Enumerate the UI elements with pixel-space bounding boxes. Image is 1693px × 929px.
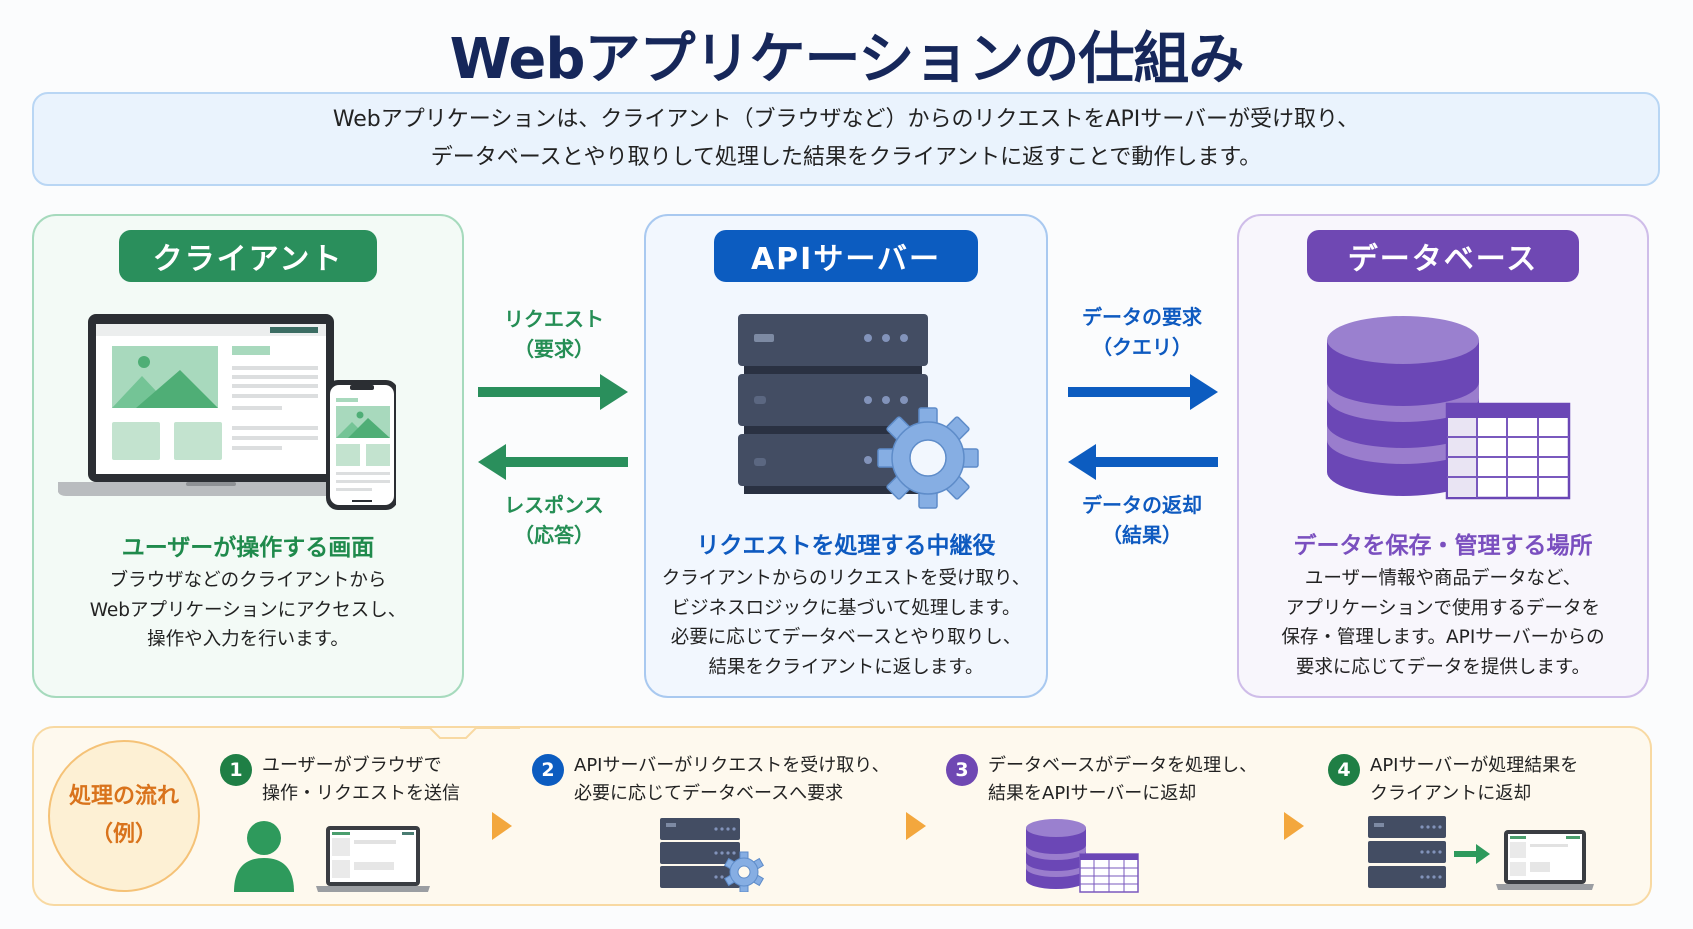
process-heading-line1: 処理の流れ (68, 784, 179, 809)
intro-line-2: データベースとやり取りして処理した結果をクライアントに返すことで動作します。 (430, 145, 1262, 170)
client-label: クライアント (119, 230, 377, 282)
api-server-panel: APIサーバー (644, 214, 1048, 698)
result-label-line1: データの返却 (1082, 493, 1202, 517)
result-arrow-left-icon (1068, 444, 1218, 480)
server-icon (1368, 816, 1446, 888)
database-icon (1026, 819, 1139, 893)
db-desc-line: 要求に応じてデータを提供します。 (1295, 656, 1591, 678)
request-arrow-right-icon (478, 374, 628, 410)
process-flow-panel: 処理の流れ （例） 1 ユーザーがブラウザで 操作・リクエストを送信 2 API… (32, 726, 1652, 906)
gear-icon (877, 407, 979, 509)
step-text-line2: クライアントに返却 (1370, 783, 1532, 804)
db-desc-line: 保存・管理します。APIサーバーからの (1281, 627, 1605, 648)
step-chevron-icon (1284, 812, 1304, 840)
client-desc-line: Webアプリケーションにアクセスし、 (89, 599, 407, 621)
database-description: ユーザー情報や商品データなど、 アプリケーションで使用するデータを 保存・管理し… (1239, 564, 1647, 682)
step-text: APIサーバーがリクエストを受け取り、 必要に応じてデータベースへ要求 (574, 752, 890, 808)
database-panel: データベース データを保存・管理する場所 ユーザー情報や商品データなど、 アプリ… (1237, 214, 1649, 698)
client-description: ブラウザなどのクライアントから Webアプリケーションにアクセスし、 操作や入力… (34, 566, 462, 655)
request-label-line2: （要求） (514, 337, 594, 361)
step-text-line1: APIサーバーが処理結果を (1370, 755, 1579, 776)
step-text: ユーザーがブラウザで 操作・リクエストを送信 (262, 752, 460, 808)
step-chevron-icon (492, 812, 512, 840)
api-desc-line: 必要に応じてデータベースとやり取りし、 (670, 627, 1022, 648)
step-text: APIサーバーが処理結果を クライアントに返却 (1370, 752, 1578, 808)
intro-box: Webアプリケーションは、クライアント（ブラウザなど）からのリクエストをAPIサ… (32, 92, 1660, 186)
query-label-line2: （クエリ） (1092, 335, 1192, 359)
result-label: データの返却 （結果） (1062, 490, 1222, 550)
query-label-line1: データの要求 (1082, 305, 1202, 329)
page-title: Webアプリケーションの仕組み (449, 27, 1245, 92)
client-desc-line: ブラウザなどのクライアントから (109, 570, 387, 591)
query-arrow-right-icon (1068, 374, 1218, 410)
step-text-line1: APIサーバーがリクエストを受け取り、 (574, 755, 890, 776)
response-label-line2: （応答） (514, 523, 594, 547)
response-label-line1: レスポンス (504, 493, 604, 517)
api-desc-line: ビジネスロジックに基づいて処理します。 (671, 597, 1021, 619)
intro-line-1: Webアプリケーションは、クライアント（ブラウザなど）からのリクエストをAPIサ… (332, 107, 1360, 132)
step-number-badge: 4 (1328, 754, 1360, 786)
api-server-label: APIサーバー (714, 230, 978, 282)
step-chevron-icon (906, 812, 926, 840)
client-desc-line: 操作や入力を行います。 (147, 629, 349, 650)
query-label: データの要求 （クエリ） (1062, 302, 1222, 362)
result-label-line2: （結果） (1102, 523, 1182, 547)
step-number-badge: 3 (946, 754, 978, 786)
database-table-icon (1327, 316, 1571, 500)
request-label: リクエスト （要求） (480, 304, 628, 364)
step-number-badge: 2 (532, 754, 564, 786)
db-desc-line: ユーザー情報や商品データなど、 (1304, 568, 1582, 589)
client-subtitle: ユーザーが操作する画面 (121, 535, 375, 561)
db-desc-line: アプリケーションで使用するデータを (1285, 597, 1601, 619)
server-gear-icon (660, 818, 765, 892)
api-desc-line: 結果をクライアントに返します。 (708, 656, 984, 678)
process-panel-notch (400, 727, 520, 739)
response-label: レスポンス （応答） (480, 490, 628, 550)
laptop-icon (1496, 830, 1594, 890)
step-text-line2: 必要に応じてデータベースへ要求 (574, 783, 844, 804)
server-gear-icon (738, 314, 979, 509)
step-text: データベースがデータを処理し、 結果をAPIサーバーに返却 (988, 752, 1257, 808)
step-text-line2: 操作・リクエストを送信 (262, 783, 460, 804)
client-panel: クライアント ユーザーが操作する画 (32, 214, 464, 698)
database-label: データベース (1307, 230, 1579, 282)
database-subtitle: データを保存・管理する場所 (1293, 533, 1593, 559)
process-flow-heading: 処理の流れ （例） (48, 740, 200, 892)
response-arrow-left-icon (478, 444, 628, 480)
process-heading-line2: （例） (90, 822, 157, 847)
user-icon (234, 821, 294, 892)
request-label-line1: リクエスト (504, 307, 604, 331)
step-text-line1: ユーザーがブラウザで (262, 755, 442, 776)
api-server-subtitle: リクエストを処理する中継役 (696, 533, 996, 559)
api-desc-line: クライアントからのリクエストを受け取り、 (661, 568, 1031, 589)
step-text-line2: 結果をAPIサーバーに返却 (988, 783, 1197, 804)
laptop-icon (316, 826, 430, 892)
step-number-badge: 1 (220, 754, 252, 786)
laptop-smartphone-icon (58, 314, 396, 510)
api-server-description: クライアントからのリクエストを受け取り、 ビジネスロジックに基づいて処理します。… (646, 564, 1046, 682)
arrow-right-icon (1454, 844, 1490, 864)
table-icon (1445, 402, 1571, 500)
step-text-line1: データベースがデータを処理し、 (988, 755, 1258, 776)
